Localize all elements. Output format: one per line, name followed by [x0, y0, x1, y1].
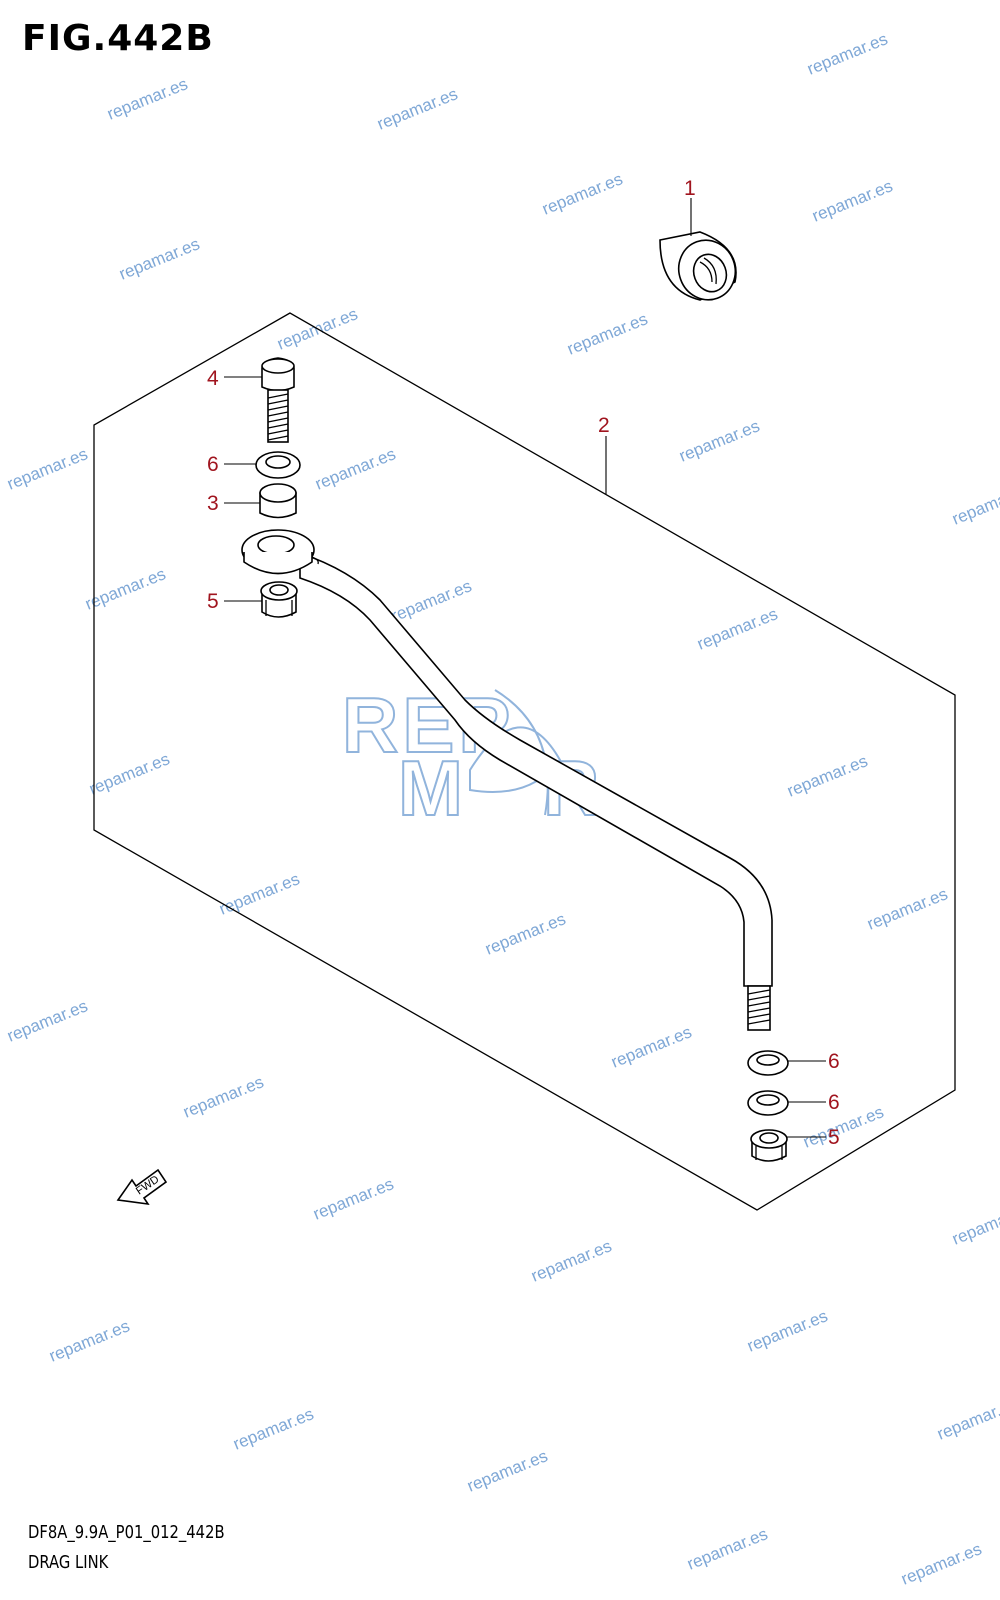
- bushing-part-1: [659, 231, 737, 301]
- watermark-text: repamar.es: [804, 29, 890, 78]
- watermark-text: repamar.es: [744, 1306, 830, 1355]
- watermark-text: repamar.es: [564, 309, 650, 358]
- nut-part-5-top: [260, 581, 298, 618]
- figure-code: DF8A_9.9A_P01_012_442B: [28, 1522, 225, 1543]
- drag-link-part-2: [241, 529, 773, 1031]
- watermark-text: repamar.es: [949, 1199, 1000, 1248]
- watermark-text: repamar.es: [374, 84, 460, 133]
- watermark-text: repamar.es: [784, 751, 870, 800]
- callout-3: 3: [207, 492, 219, 515]
- washer-part-6-middle: [747, 1050, 789, 1076]
- callout-6-top: 6: [207, 453, 219, 476]
- watermark-text: repamar.es: [949, 479, 1000, 528]
- watermark-text: repamar.es: [4, 444, 90, 493]
- callouts: 1 2 4 6 3 5 6 6 5: [207, 177, 840, 1149]
- leader-lines: [224, 198, 826, 1138]
- callout-6-middle: 6: [828, 1050, 840, 1073]
- watermark-text: repamar.es: [608, 1022, 694, 1071]
- watermark-text: repamar.es: [388, 576, 474, 625]
- watermark-text: repamar.es: [809, 176, 895, 225]
- watermark-text: repamar.es: [934, 1394, 1000, 1443]
- bolt-part-4: [261, 357, 295, 443]
- watermark-text: repamar.es: [312, 444, 398, 493]
- kit-outline: [93, 312, 956, 1211]
- figure-title: FIG.442B: [22, 18, 214, 59]
- washer-part-6-lower: [747, 1090, 789, 1116]
- watermark-text: repamar.es: [864, 884, 950, 933]
- watermark-text: repamar.es: [310, 1174, 396, 1223]
- watermark-text: repamar.es: [180, 1072, 266, 1121]
- watermark-text: repamar.es: [898, 1539, 984, 1588]
- callout-5-top: 5: [207, 590, 219, 613]
- watermark-text: repamar.es: [230, 1404, 316, 1453]
- callout-2: 2: [598, 414, 610, 437]
- watermark-text: repamar.es: [86, 749, 172, 798]
- watermark-text: repamar.es: [528, 1236, 614, 1285]
- watermark-text: repamar.es: [464, 1446, 550, 1495]
- watermark-text: repamar.es: [216, 869, 302, 918]
- watermark-text: repamar.es: [800, 1102, 886, 1151]
- watermark-text: repamar.es: [539, 169, 625, 218]
- watermark-text: repamar.es: [82, 564, 168, 613]
- fwd-arrow-icon: FWD: [116, 1168, 168, 1206]
- collar-part-3: [259, 483, 297, 519]
- nut-part-5-bottom: [750, 1129, 788, 1162]
- watermark-text: repamar.es: [684, 1524, 770, 1573]
- figure-name: DRAG LINK: [28, 1552, 109, 1573]
- callout-5-bottom: 5: [828, 1126, 840, 1149]
- watermark-text: repamar.es: [694, 604, 780, 653]
- watermark-text: repamar.es: [482, 909, 568, 958]
- watermark-text: repamar.es: [46, 1316, 132, 1365]
- watermark-text: repamar.es: [104, 74, 190, 123]
- washer-part-6-top: [255, 451, 301, 479]
- watermark-text: repamar.es: [4, 996, 90, 1045]
- watermark-text: repamar.es: [116, 234, 202, 283]
- callout-4: 4: [207, 367, 219, 390]
- watermark-text: repamar.es: [676, 416, 762, 465]
- callout-1: 1: [684, 177, 696, 200]
- callout-6-lower: 6: [828, 1091, 840, 1114]
